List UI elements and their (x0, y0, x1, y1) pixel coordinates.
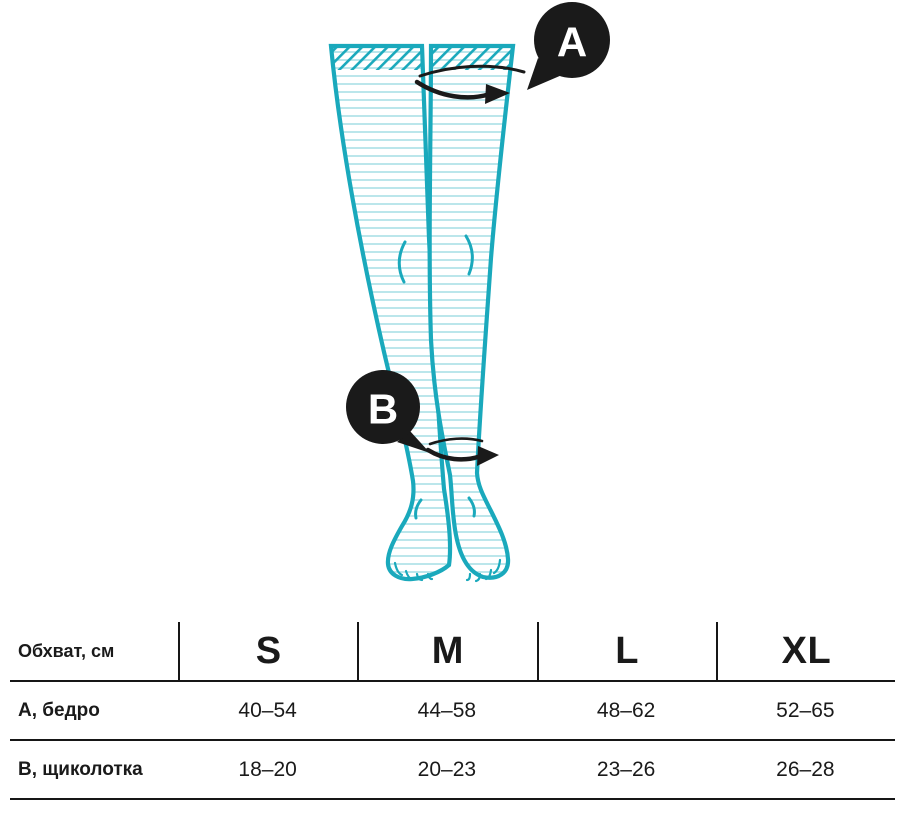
badge-b: B (346, 370, 430, 453)
thigh-value-l: 48–62 (596, 698, 656, 722)
ankle-value-m: 20–23 (417, 757, 477, 781)
ankle-value-s: 18–20 (238, 757, 297, 781)
toes-detail (393, 558, 502, 583)
right-leg (427, 43, 516, 580)
table-header-row: Обхват, см S M L XL (10, 622, 895, 680)
ankle-value-xl: 26–28 (776, 757, 835, 781)
size-header-m: M (357, 622, 536, 680)
thigh-arrow (414, 64, 526, 104)
thigh-value-s: 40–54 (238, 698, 297, 722)
size-header-s: S (178, 622, 357, 680)
thigh-value-m: 44–58 (417, 698, 477, 722)
ankle-value-l: 23–26 (596, 757, 656, 781)
badge-a-label: A (557, 19, 587, 66)
size-table: Обхват, см S M L XL А, бедро 40–54 44–58… (10, 622, 895, 800)
size-header-l: L (536, 622, 716, 680)
badge-a: A (527, 2, 610, 90)
badge-b-label: B (368, 386, 398, 433)
table-corner-label: Обхват, см (18, 640, 115, 661)
thigh-value-xl: 52–65 (776, 698, 835, 722)
row-label-thigh: А, бедро (18, 699, 100, 721)
table-row-ankle: В, щиколотка 18–20 20–23 23–26 26–28 (10, 739, 895, 800)
legs-illustration: A B (328, 2, 610, 583)
table-row-thigh: А, бедро 40–54 44–58 48–62 52–65 (10, 680, 895, 739)
size-header-xl: XL (715, 622, 895, 680)
row-label-ankle: В, щиколотка (18, 758, 143, 780)
ankle-arrow (425, 437, 499, 466)
leg-detail-lines (397, 234, 476, 520)
